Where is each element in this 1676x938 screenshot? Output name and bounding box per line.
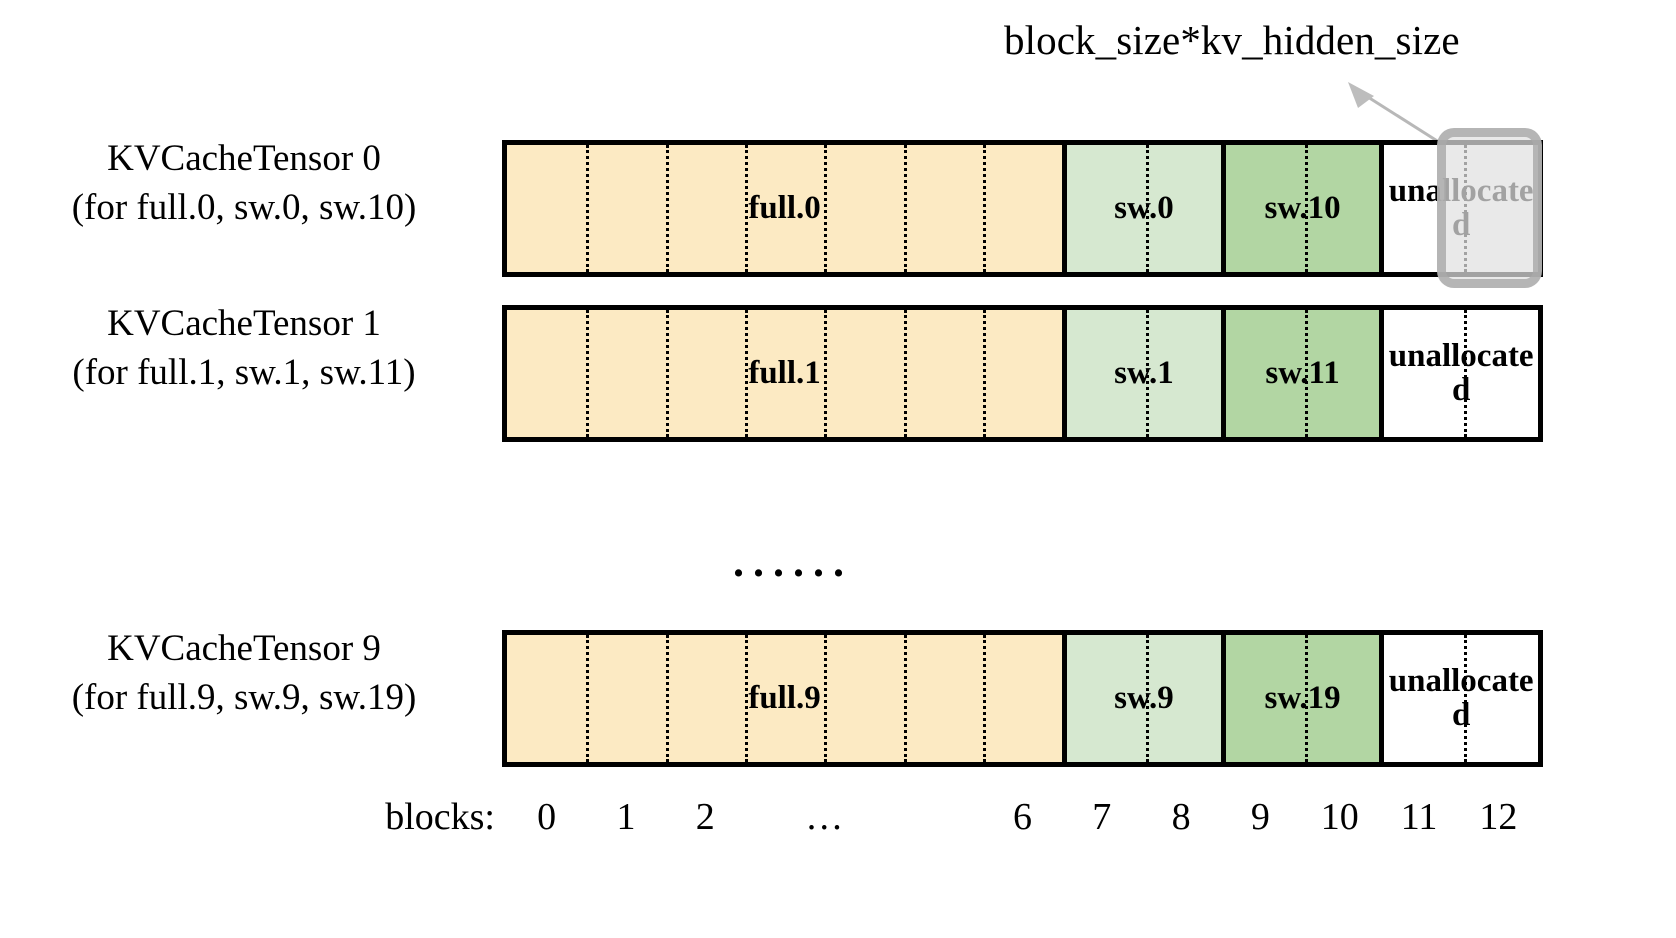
kvcache-tensor-row: KVCacheTensor 9 (for full.9, sw.9, sw.19… [0, 628, 1676, 767]
cache-segment-sliding_window_b: sw.10 [1220, 145, 1380, 272]
annotation-arrow-icon [1348, 82, 1443, 146]
cache-segment-label: full.9 [748, 679, 821, 716]
row-label: KVCacheTensor 0 (for full.0, sw.0, sw.10… [0, 134, 488, 232]
cache-segment-label: sw.10 [1264, 189, 1341, 226]
cache-segment-label: sw.0 [1114, 189, 1174, 226]
blocks-axis-title: blocks: [385, 796, 495, 838]
block-tick-label: 6 [1013, 796, 1032, 838]
cache-segment-sliding_window_b: sw.11 [1220, 310, 1380, 437]
cache-segment-sliding_window_a: sw.0 [1062, 145, 1221, 272]
row-label-line1: KVCacheTensor 9 [107, 628, 381, 669]
cache-segment-label: full.0 [748, 189, 821, 226]
kvcache-bar: full.9 sw.9 sw.19 unallocated [502, 630, 1543, 767]
row-label: KVCacheTensor 9 (for full.9, sw.9, sw.19… [0, 624, 488, 722]
cache-segment-label: sw.19 [1264, 679, 1341, 716]
cache-segment-label: unallocated [1388, 337, 1534, 408]
cache-segment-sliding_window_a: sw.9 [1062, 635, 1221, 762]
cache-segment-label: full.1 [748, 354, 821, 391]
block-tick-label: … [805, 796, 844, 838]
row-label-line1: KVCacheTensor 1 [107, 303, 381, 344]
block-tick-label: 10 [1320, 796, 1359, 838]
cache-segment-label: sw.9 [1114, 679, 1174, 716]
block-tick-label: 0 [537, 796, 557, 838]
cache-segment-label: sw.1 [1114, 354, 1174, 391]
rows-ellipsis: ...... [733, 537, 853, 586]
kvcache-tensor-row: KVCacheTensor 0 (for full.0, sw.0, sw.10… [0, 138, 1676, 277]
cache-segment-full: full.9 [507, 635, 1063, 762]
cache-segment-label: sw.11 [1265, 354, 1340, 391]
row-label-line2: (for full.1, sw.1, sw.11) [72, 352, 416, 393]
block-size-highlight-box [1437, 128, 1542, 288]
cache-segment-sliding_window_a: sw.1 [1062, 310, 1221, 437]
annotation-label: block_size*kv_hidden_size [1004, 17, 1460, 63]
row-label-line1: KVCacheTensor 0 [107, 138, 381, 179]
kvcache-tensor-row: KVCacheTensor 1 (for full.1, sw.1, sw.11… [0, 303, 1676, 442]
cache-segment-full: full.0 [507, 145, 1063, 272]
row-label: KVCacheTensor 1 (for full.1, sw.1, sw.11… [0, 299, 488, 397]
kvcache-bar: full.1 sw.1 sw.11 unallocated [502, 305, 1543, 442]
cache-segment-full: full.1 [507, 310, 1063, 437]
block-tick-label: 2 [695, 796, 715, 838]
cache-segment-unallocated: unallocated [1379, 635, 1538, 762]
cache-segment-unallocated: unallocated [1379, 310, 1538, 437]
block-tick-label: 1 [616, 796, 636, 838]
cache-segment-sliding_window_b: sw.19 [1220, 635, 1380, 762]
row-label-line2: (for full.9, sw.9, sw.19) [71, 677, 417, 718]
block-tick-label: 7 [1092, 796, 1112, 838]
kvcache-bar: full.0sw.0sw.10unallocated [502, 140, 1543, 277]
block-tick-label: 8 [1171, 796, 1191, 838]
row-label-line2: (for full.0, sw.0, sw.10) [71, 187, 417, 228]
block-tick-label: 9 [1250, 796, 1270, 838]
block-tick-label: 11 [1400, 796, 1438, 838]
block-tick-label: 12 [1479, 796, 1518, 838]
cache-segment-label: unallocated [1388, 662, 1534, 733]
